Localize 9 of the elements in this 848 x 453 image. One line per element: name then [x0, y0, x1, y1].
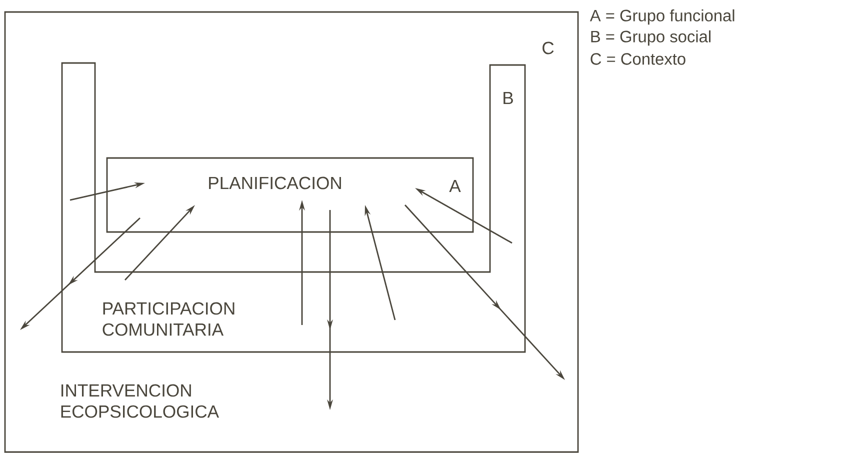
box-label: INTERVENCION ECOPSICOLOGICA — [61, 384, 220, 418]
letter-label: B — [504, 92, 513, 104]
legend-entry: B = Grupo social — [591, 30, 710, 46]
letter-label: A — [449, 180, 461, 192]
box-label: PLANIFICACION — [209, 176, 341, 190]
legend-entry: A = Grupo funcional — [590, 9, 734, 25]
letter-label: C — [542, 42, 554, 54]
band-label: PARTICIPACION COMUNITARIA — [102, 302, 234, 336]
legend-entry: C = Contexto — [590, 53, 686, 65]
